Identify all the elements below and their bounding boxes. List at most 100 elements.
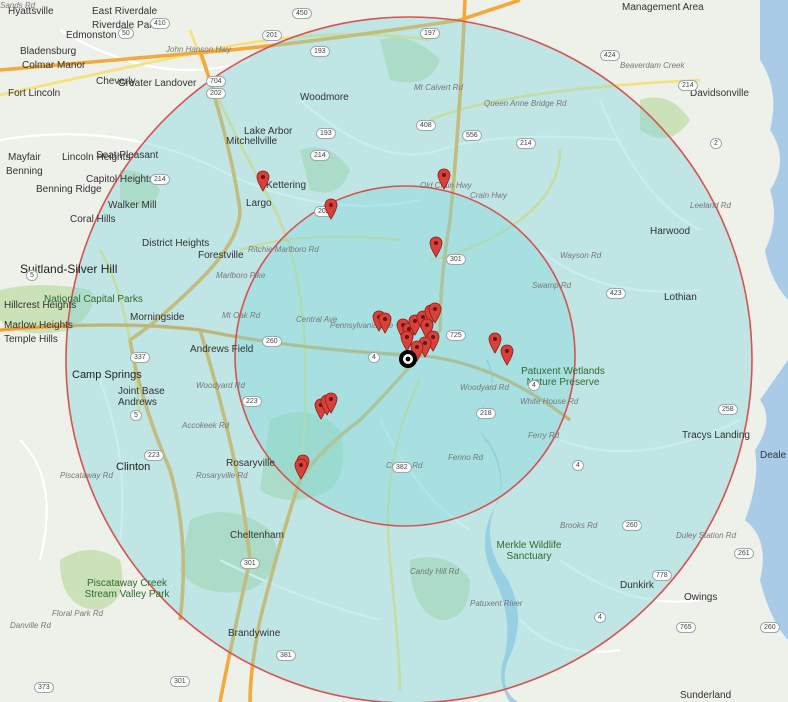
route-shield: 424: [600, 50, 620, 61]
route-shield: 5: [26, 270, 38, 281]
map-label: Floral Park Rd: [52, 609, 104, 618]
route-shield: 50: [118, 28, 134, 39]
map-label: Suitland-Silver Hill: [20, 262, 118, 276]
route-shield: 2: [710, 138, 722, 149]
map-label: Ritchie Marlboro Rd: [248, 245, 319, 254]
map-label: Sands Rd: [0, 1, 36, 10]
route-shield: 725: [446, 330, 466, 341]
map-pin-icon[interactable]: [429, 236, 443, 258]
map-label: Marlow Heights: [4, 320, 73, 331]
map-label: Rosaryville: [226, 458, 275, 469]
water-areas: [478, 0, 788, 702]
route-shield: 5: [130, 410, 142, 421]
route-shield: 260: [622, 520, 642, 531]
map-label: Cheverly: [96, 76, 136, 87]
map-label: Leeland Rd: [690, 201, 731, 210]
route-shield: 214: [678, 80, 698, 91]
map-label: Pennsylvania Ave: [330, 321, 394, 330]
map-label: Central Ave: [296, 315, 338, 324]
map-label: Brooks Rd: [560, 521, 598, 530]
map-label: Cheltenham: [230, 530, 284, 541]
map-pin-icon[interactable]: [324, 198, 338, 220]
map-pin-icon[interactable]: [428, 302, 442, 324]
route-shield: 408: [416, 120, 436, 131]
route-shield: 450: [292, 8, 312, 19]
map-label: National Capital Parks: [44, 294, 143, 305]
map-label: Rosaryville Rd: [196, 471, 248, 480]
route-shield: 260: [262, 336, 282, 347]
route-shield: 193: [316, 128, 336, 139]
map-label: Beaverdam Creek: [620, 61, 685, 70]
route-shield: 765: [676, 622, 696, 633]
map-label: Merkle Wildlife Sanctuary: [496, 540, 562, 562]
map-pin-icon[interactable]: [378, 312, 392, 334]
map-label: Management Area: [622, 2, 704, 13]
map-label: Wayson Rd: [560, 251, 602, 260]
route-shield: 260: [760, 622, 780, 633]
map-label: Camp Springs: [72, 369, 142, 381]
map-label: Lincoln Heights: [62, 152, 131, 163]
route-shield: 261: [734, 548, 754, 559]
map-pin-icon[interactable]: [294, 458, 308, 480]
route-shield: 381: [276, 650, 296, 661]
map-label: Dunkirk: [620, 580, 654, 591]
map-label: Deale: [760, 450, 787, 461]
map-label: Danville Rd: [10, 621, 51, 630]
route-shield: 382: [392, 462, 412, 473]
map-label: Marlboro Pike: [216, 271, 266, 280]
route-shield: 556: [462, 130, 482, 141]
map-label: White House Rd: [520, 397, 579, 406]
map-label: Woodmore: [300, 92, 349, 103]
route-shield: 223: [242, 396, 262, 407]
bullseye-icon[interactable]: [398, 349, 418, 369]
map-pin-icon[interactable]: [418, 336, 432, 358]
map-label: Temple Hills: [4, 334, 58, 345]
route-shield: 202: [206, 88, 226, 99]
map-label: Fenno Rd: [448, 453, 484, 462]
map-pin-icon[interactable]: [437, 168, 451, 190]
map-label: Accokeek Rd: [182, 421, 230, 430]
route-shield: 301: [170, 676, 190, 687]
route-shield: 423: [606, 288, 626, 299]
map-label: Greater Landover: [118, 78, 197, 89]
map-label: Mitchellville: [226, 136, 278, 147]
map-pin-icon[interactable]: [488, 332, 502, 354]
route-shield: 4: [368, 352, 380, 363]
map-label: Piscataway Creek Stream Valley Park: [84, 578, 170, 600]
highway-casing: [0, 324, 571, 421]
route-shield: 778: [652, 570, 672, 581]
map-label: Davidsonville: [690, 88, 749, 99]
map-label: Morningside: [130, 312, 185, 323]
route-shield: 218: [476, 408, 496, 419]
route-shield: 258: [718, 404, 738, 415]
map-label: Lothian: [664, 292, 697, 303]
map-label: Patuxent Wetlands Nature Preserve: [521, 366, 605, 388]
route-shield: 214: [150, 174, 170, 185]
map-pin-icon[interactable]: [256, 170, 270, 192]
map-pin-icon[interactable]: [410, 340, 424, 362]
map-label: John Hanson Hwy: [166, 45, 231, 54]
route-shield: 301: [446, 254, 466, 265]
route-shield: 704: [206, 76, 226, 87]
map-label: Andrews Field: [190, 344, 254, 355]
map-pin-icon[interactable]: [500, 344, 514, 366]
map-pin-icon[interactable]: [426, 330, 440, 352]
map-label: Woodyard Rd: [460, 383, 509, 392]
map-label: Fort Lincoln: [8, 88, 61, 99]
route-shield: 4: [572, 460, 584, 471]
map-label: Edmonston: [66, 30, 117, 41]
route-shield: 337: [130, 352, 150, 363]
map-label: Piscataway Rd: [60, 471, 113, 480]
map-label: Walker Mill: [108, 200, 157, 211]
route-shield: 193: [310, 46, 330, 57]
route-shield: 4: [594, 612, 606, 623]
map-label: Coral Hills: [70, 214, 116, 225]
map-label: Candy Hill Rd: [410, 567, 459, 576]
map-label: Duley Station Rd: [676, 531, 737, 540]
minor-roads: [0, 29, 741, 654]
route-shield: 373: [34, 682, 54, 693]
map-label: Woodyard Rd: [196, 381, 245, 390]
map-label: Largo: [246, 198, 272, 209]
map-pin-icon[interactable]: [324, 392, 338, 414]
